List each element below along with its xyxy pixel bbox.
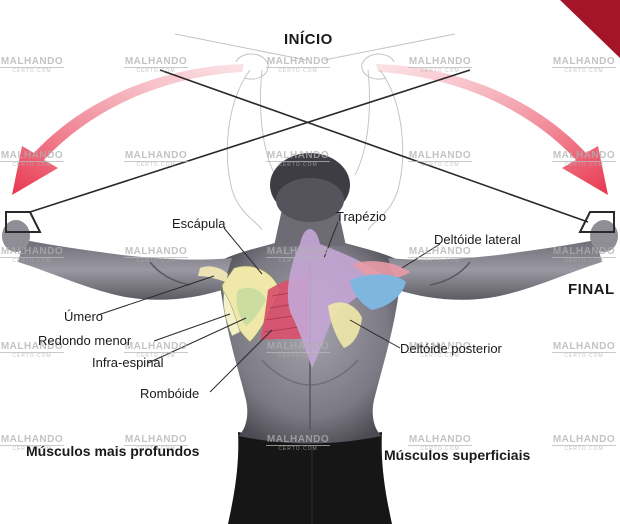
- deltoid-posterior: [350, 274, 406, 310]
- label-umero: Úmero: [64, 309, 104, 324]
- right-handle: [578, 211, 615, 233]
- label-trapezio: Trapézio: [336, 209, 387, 224]
- start-position-outline: [174, 33, 456, 231]
- motion-arrow-left: [12, 64, 244, 195]
- teres-minor: [223, 291, 241, 337]
- left-handle: [5, 211, 42, 233]
- cable-left: [159, 69, 589, 223]
- label-leaders: [97, 221, 441, 393]
- infraspinatus: [236, 287, 266, 326]
- label-deltoide-lateral: Deltóide lateral: [434, 232, 521, 247]
- motion-arrow-right: [376, 64, 608, 195]
- right-hand: [590, 220, 618, 252]
- left-arm: [18, 240, 232, 300]
- scapula-right: [328, 302, 362, 348]
- label-redondo-menor: Redondo menor: [38, 333, 132, 348]
- label-romboide: Rombóide: [140, 386, 200, 401]
- left-hand: [2, 220, 30, 252]
- right-arm: [388, 240, 602, 300]
- label-musculos-profundos: Músculos mais profundos: [26, 443, 200, 459]
- shorts: [228, 432, 392, 524]
- corner-logo: [560, 0, 620, 58]
- label-inicio: INÍCIO: [284, 31, 333, 48]
- label-musculos-superficiais: Músculos superficiais: [384, 447, 531, 463]
- label-deltoide-posterior: Deltóide posterior: [400, 341, 502, 356]
- label-infra-espinal: Infra-espinal: [92, 355, 164, 370]
- label-final: FINAL: [568, 281, 615, 298]
- cable-right: [29, 69, 471, 213]
- humerus: [198, 266, 228, 282]
- label-escapula: Escápula: [172, 216, 226, 231]
- deltoid-lateral: [352, 261, 410, 280]
